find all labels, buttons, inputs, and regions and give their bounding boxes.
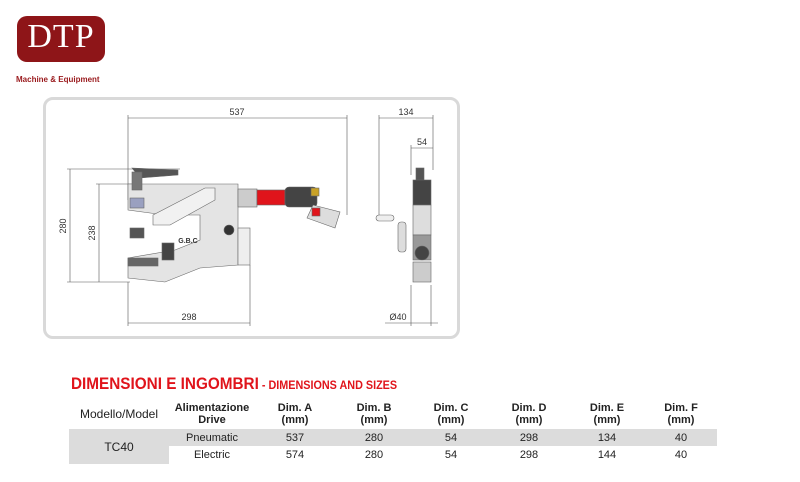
cell-dim-b: 280	[335, 429, 413, 446]
dim-e-label: 134	[398, 107, 413, 117]
cell-dim-c: 54	[444, 449, 458, 461]
cell-dim-e: 144	[597, 449, 617, 461]
header-dim-a: Dim. A(mm)	[277, 402, 313, 426]
title-english: DIMENSIONS AND SIZES	[268, 378, 398, 392]
cell-dim-e: 134	[569, 429, 645, 446]
model-cell: TC40	[69, 429, 169, 464]
cell-dim-b: 280	[364, 449, 384, 461]
dim-b-label: 280	[58, 218, 68, 233]
title-separator: -	[258, 378, 269, 392]
dim-c-label: 54	[417, 137, 427, 147]
header-dim-f: Dim. F(mm)	[664, 402, 698, 426]
header-dim-e: Dim. E(mm)	[589, 402, 625, 426]
header-dim-c: Dim. C(mm)	[433, 402, 469, 426]
logo-tagline: Machine & Equipment	[16, 75, 100, 84]
logo-letters: DTP	[27, 18, 95, 55]
title-italian: DIMENSIONI E INGOMBRI	[71, 374, 259, 393]
machine-front-view	[375, 167, 432, 283]
drawing-panel	[43, 97, 460, 339]
cell-dim-a: 574	[285, 449, 305, 461]
cell-dim-a: 537	[255, 429, 335, 446]
logo: DTP	[17, 16, 105, 62]
cell-dim-f: 40	[645, 429, 717, 446]
dim-d-label: 298	[181, 312, 196, 322]
table-row: TC40 Pneumatic 537 280 54 298 134 40	[69, 429, 717, 464]
cell-drive: Pneumatic	[169, 429, 255, 446]
header-dim-d: Dim. D(mm)	[511, 402, 547, 426]
cell-dim-d: 298	[489, 429, 569, 446]
cell-drive: Electric	[193, 449, 231, 461]
dim-f-label: Ø40	[389, 312, 406, 322]
brand-label: G.B.C	[178, 238, 197, 245]
section-title: DIMENSIONI E INGOMBRI - DIMENSIONS AND S…	[71, 374, 397, 394]
cell-dim-d: 298	[519, 449, 539, 461]
machine-side-view	[127, 167, 341, 283]
cell-dim-c: 54	[413, 429, 489, 446]
dim-h-label: 238	[87, 225, 97, 240]
dim-a-label: 537	[229, 107, 244, 117]
header-model: Modello/Model	[79, 407, 159, 421]
table-row: Electric 574 280 54 298 144 40	[69, 446, 717, 464]
cell-dim-f: 40	[674, 449, 688, 461]
header-dim-b: Dim. B(mm)	[356, 402, 392, 426]
